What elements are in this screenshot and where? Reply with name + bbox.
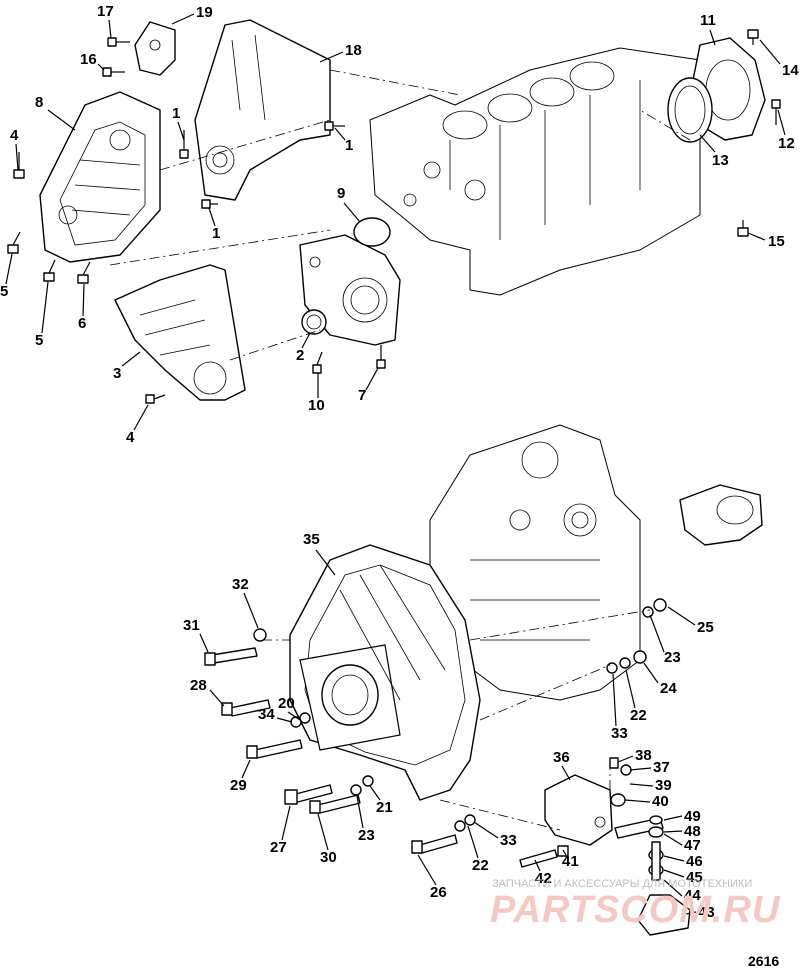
callout-38: 38	[635, 747, 652, 764]
callout-10: 10	[308, 397, 325, 414]
callout-47: 47	[684, 837, 701, 854]
callout-23: 23	[664, 649, 681, 666]
figure-number: 2616	[748, 953, 779, 969]
callout-37: 37	[653, 759, 670, 776]
engine-block-upper	[369, 47, 701, 296]
callout-23: 23	[358, 827, 375, 844]
callout-2: 2	[296, 347, 304, 364]
callout-45: 45	[686, 869, 703, 886]
callout-44: 44	[684, 887, 701, 904]
callout-1: 1	[172, 105, 180, 122]
timing-cover-front	[39, 91, 161, 263]
callout-8: 8	[35, 94, 43, 111]
callout-49: 49	[684, 808, 701, 825]
alignment-lines-upper	[109, 69, 691, 361]
callout-34: 34	[258, 706, 275, 723]
callout-27: 27	[270, 839, 287, 856]
callout-29: 29	[230, 777, 247, 794]
callout-20: 20	[278, 695, 295, 712]
callout-48: 48	[684, 823, 701, 840]
flywheel-housing	[289, 544, 481, 801]
callout-15: 15	[768, 233, 785, 250]
thermostat-housing	[679, 484, 763, 546]
callout-17: 17	[97, 3, 114, 20]
callout-36: 36	[553, 749, 570, 766]
callout-5: 5	[0, 283, 8, 300]
oil-seal-2	[301, 309, 327, 335]
callout-24: 24	[660, 680, 677, 697]
callout-1: 1	[212, 225, 220, 242]
gasket	[353, 217, 391, 247]
callout-26: 26	[430, 884, 447, 901]
timing-belt-cover-lower	[114, 264, 246, 401]
timing-cover-inner	[194, 19, 331, 201]
callout-42: 42	[535, 870, 552, 887]
callout-21: 21	[376, 799, 393, 816]
callout-9: 9	[337, 185, 345, 202]
callout-22: 22	[630, 707, 647, 724]
callout-33: 33	[500, 832, 517, 849]
callout-7: 7	[358, 387, 366, 404]
callout-46: 46	[686, 853, 703, 870]
callout-1: 1	[345, 137, 353, 154]
callout-3: 3	[113, 365, 121, 382]
callout-25: 25	[697, 619, 714, 636]
callout-14: 14	[782, 62, 799, 79]
callout-13: 13	[712, 152, 729, 169]
callout-33: 33	[611, 725, 628, 742]
callout-30: 30	[320, 849, 337, 866]
bolts-lower	[204, 598, 667, 854]
callout-16: 16	[80, 51, 97, 68]
callout-41: 41	[562, 853, 579, 870]
callout-40: 40	[652, 793, 669, 810]
callout-5: 5	[35, 332, 43, 349]
callout-28: 28	[190, 677, 207, 694]
bolts-upper	[7, 29, 781, 404]
callout-43: 43	[698, 904, 715, 921]
callout-4: 4	[126, 429, 135, 446]
callout-22: 22	[472, 857, 489, 874]
callout-31: 31	[183, 617, 200, 634]
callout-39: 39	[655, 777, 672, 794]
callout-12: 12	[778, 135, 795, 152]
engine-mount	[614, 815, 691, 936]
alignment-lines-lower	[262, 609, 651, 831]
callout-4: 4	[10, 127, 19, 144]
engine-mount-bracket	[519, 757, 632, 868]
callout-32: 32	[232, 576, 249, 593]
callout-18: 18	[345, 42, 362, 59]
watermark-text: ЗАПЧАСТИ И АКСЕССУАРЫ ДЛЯ МОТОТЕХНИКИ	[492, 878, 752, 890]
watermark-logo: PARTSCOM.RU	[490, 889, 781, 931]
callout-35: 35	[303, 531, 320, 548]
callout-11: 11	[700, 12, 716, 29]
callout-6: 6	[78, 315, 86, 332]
bracket	[134, 21, 176, 76]
callout-labels: 1 1 1 2 3 4 4 5 5 6 7 8 9 10 11 12 13 14	[0, 3, 799, 921]
callout-19: 19	[196, 4, 213, 21]
